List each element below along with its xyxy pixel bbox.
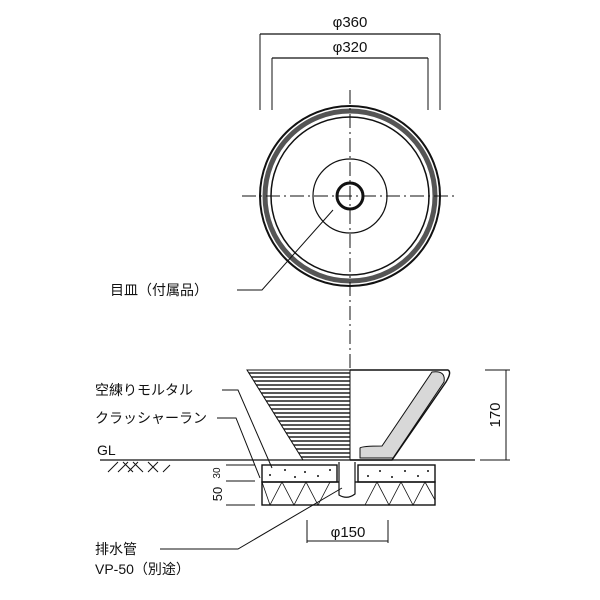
- dim-height: 170: [487, 402, 504, 427]
- label-drain-pipe: 排水管: [95, 541, 137, 557]
- top-view: [237, 33, 458, 460]
- basin-profile: [350, 369, 451, 461]
- label-drain-cover: 目皿（付属品）: [110, 282, 208, 298]
- basin-glaze: [359, 371, 445, 459]
- label-ground-level: GL: [97, 442, 116, 458]
- side-view: [100, 369, 510, 550]
- label-crusher-run: クラッシャーラン: [95, 410, 207, 426]
- leader-crusher-run: [217, 417, 261, 479]
- leader-drain-pipe: [160, 487, 343, 550]
- earth-hatch: [107, 461, 171, 473]
- dim-mortar-thickness: 30: [212, 467, 223, 479]
- mortar-layer-right: [357, 464, 436, 483]
- label-mortar: 空練りモルタル: [95, 382, 193, 398]
- dim-inner-diameter: φ320: [333, 39, 368, 56]
- dim-outer-diameter: φ360: [333, 14, 368, 31]
- leader-drain-cover: [237, 209, 334, 291]
- dim-crusher-thickness: 50: [210, 487, 225, 501]
- label-drain-pipe-spec: VP-50（別途）: [95, 561, 190, 577]
- drain-pipe: [338, 462, 356, 498]
- mortar-layer-left: [261, 464, 338, 483]
- leader-mortar: [222, 389, 273, 469]
- dim-base-diameter: φ150: [331, 524, 366, 541]
